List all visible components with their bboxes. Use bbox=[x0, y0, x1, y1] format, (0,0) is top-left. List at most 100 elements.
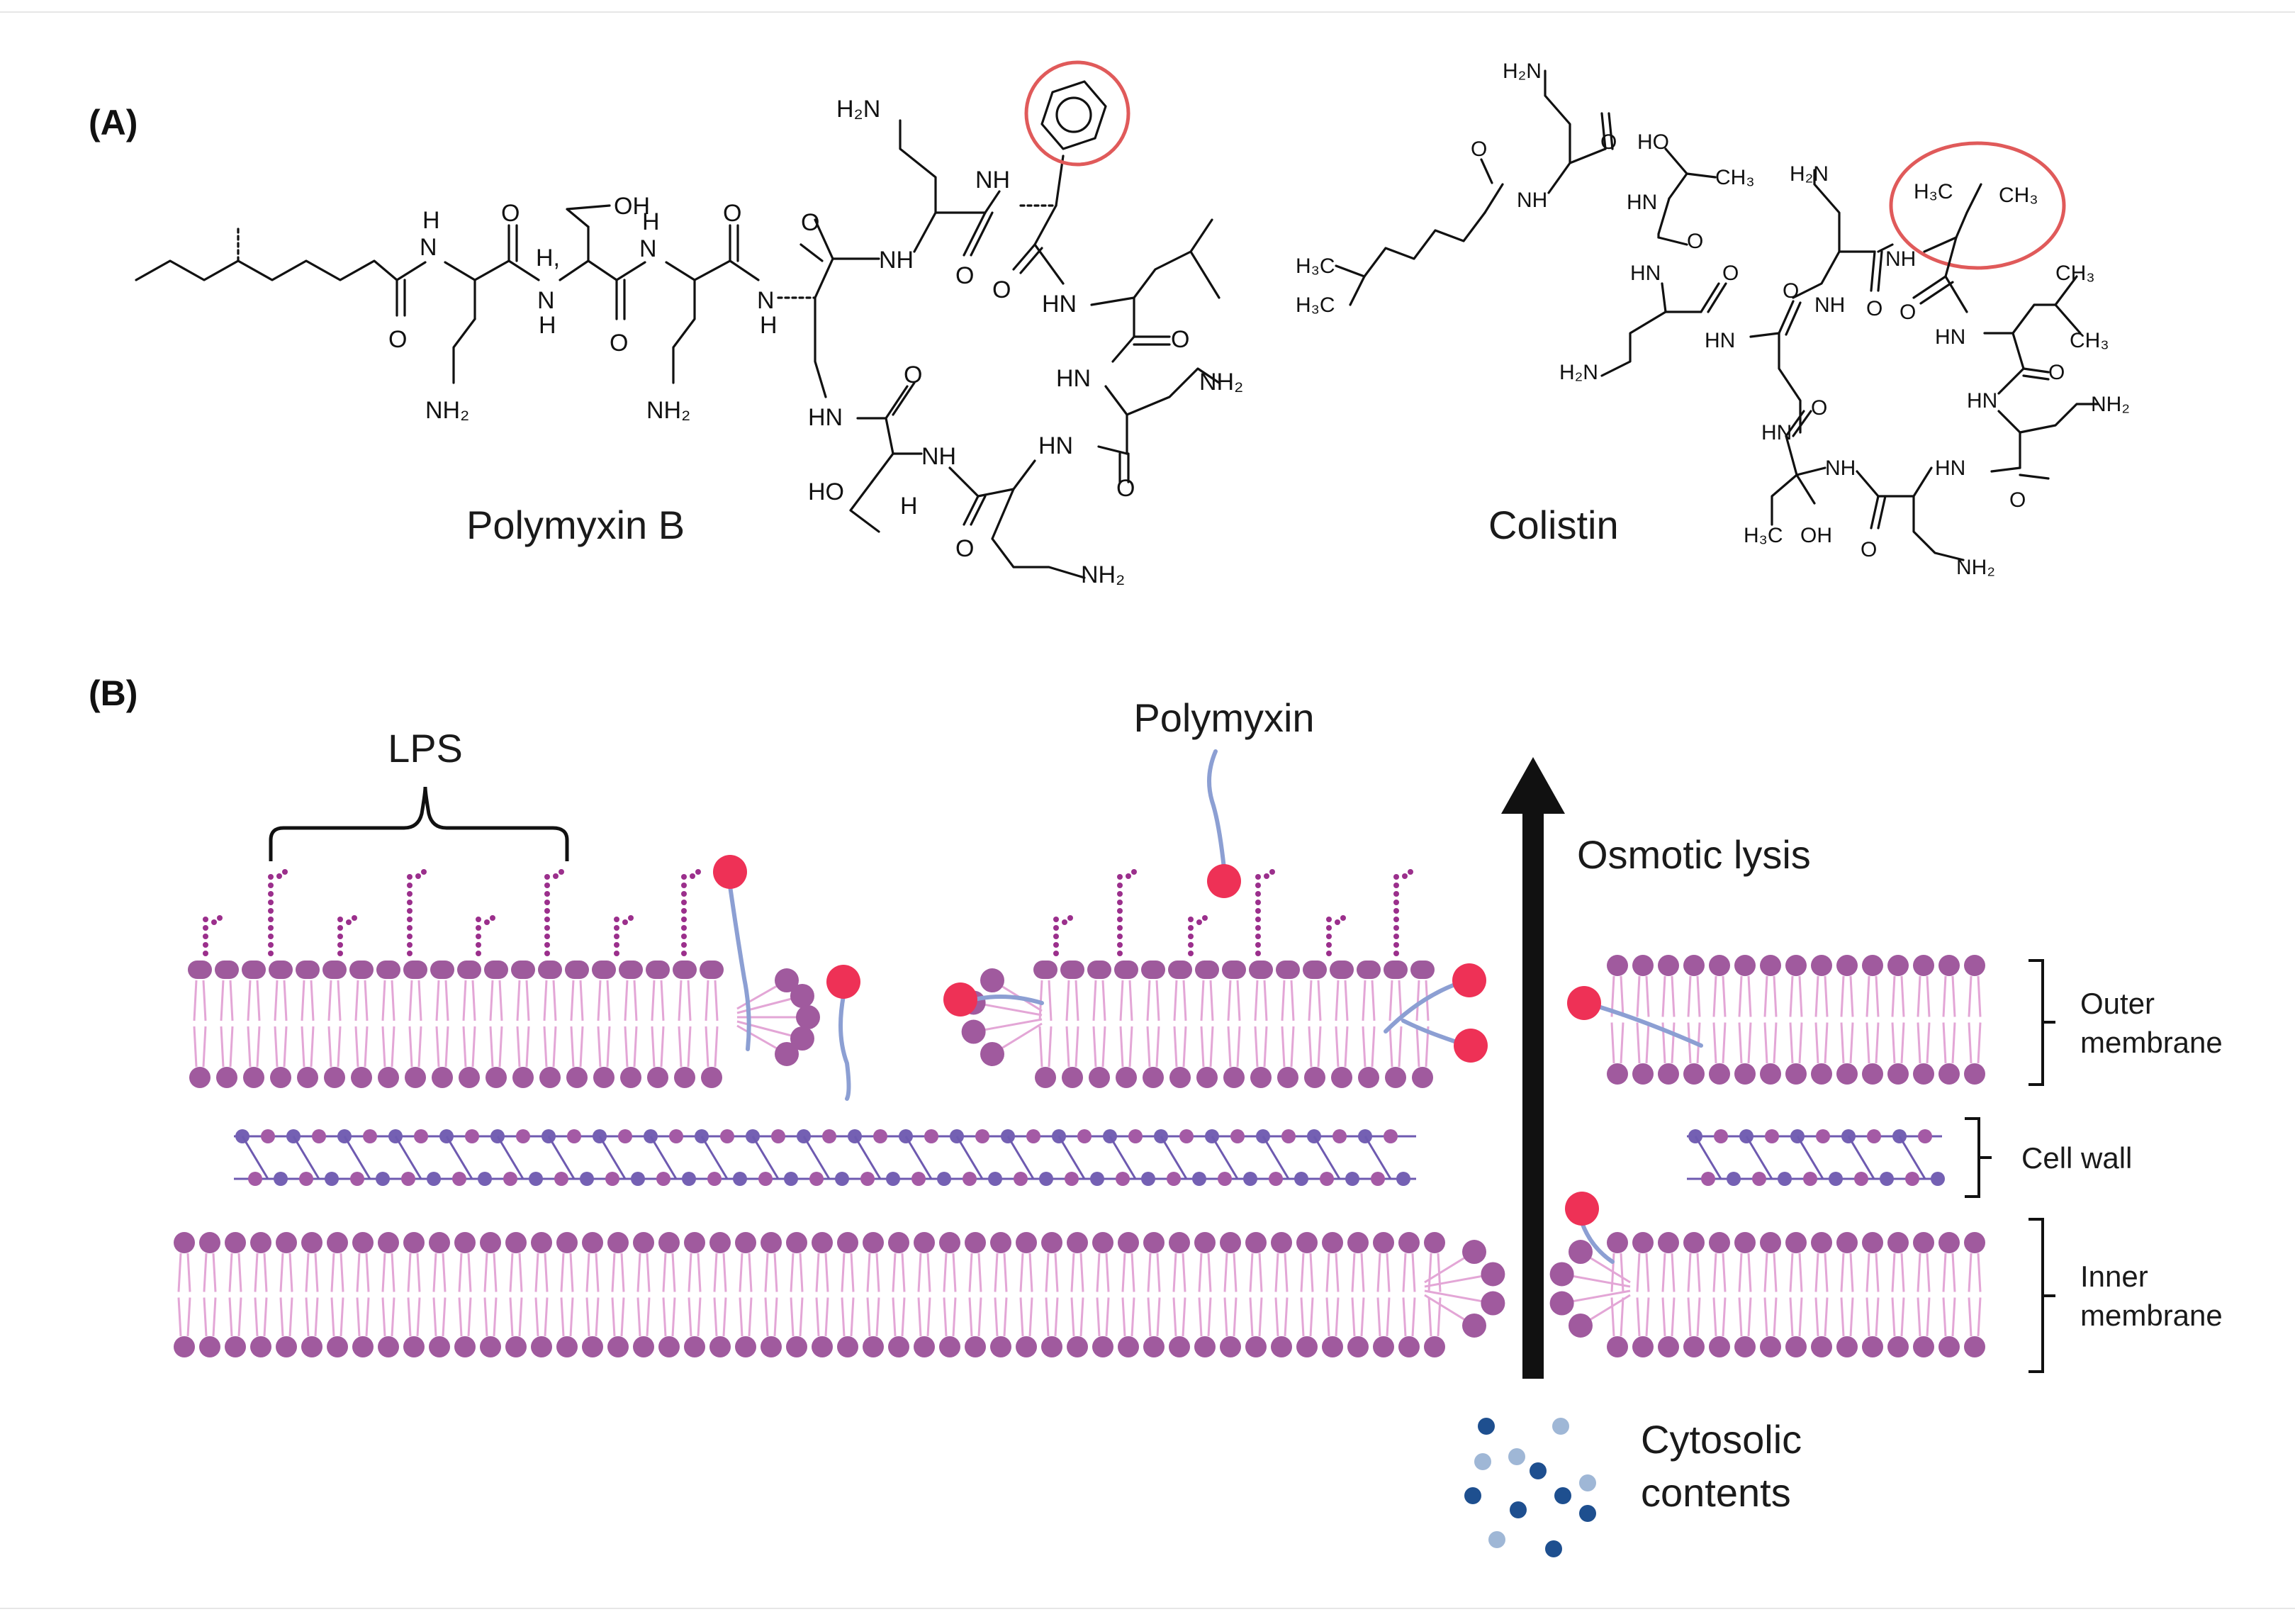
lipid-tail bbox=[1865, 1022, 1880, 1064]
lps-sugar bbox=[1188, 934, 1194, 939]
inner-membrane-left bbox=[174, 1232, 1505, 1357]
lipid-tail bbox=[560, 1253, 574, 1292]
peptide-crosslink bbox=[904, 1136, 933, 1180]
lipid-head bbox=[199, 1232, 220, 1253]
lps-core-head bbox=[215, 961, 239, 979]
peptidoglycan-node bbox=[1752, 1172, 1766, 1186]
peptide-crosslink bbox=[751, 1136, 780, 1180]
lipid-head bbox=[1836, 1336, 1858, 1357]
lipid-head bbox=[270, 1067, 291, 1088]
lps-sugar bbox=[407, 951, 413, 956]
bottom-divider bbox=[0, 1608, 2295, 1609]
lipid-tail bbox=[356, 1297, 370, 1337]
lipid-head bbox=[531, 1336, 552, 1357]
lps-sugar bbox=[276, 873, 282, 879]
lipid-head bbox=[1632, 955, 1654, 976]
lps-sugar bbox=[1053, 934, 1059, 939]
atom-nh2: NH₂ bbox=[646, 397, 690, 424]
lps-core-head bbox=[673, 961, 697, 979]
outer-membrane-bracket bbox=[2029, 959, 2055, 1086]
lipid-head bbox=[352, 1336, 374, 1357]
lipid-tail bbox=[458, 1297, 472, 1337]
lipid-tail bbox=[994, 1297, 1008, 1337]
lipid-head bbox=[405, 1067, 426, 1088]
lipid-head bbox=[735, 1232, 756, 1253]
peptidoglycan-node bbox=[1192, 1172, 1206, 1186]
lps-sugar bbox=[268, 934, 274, 939]
polymyxin-tail bbox=[1207, 749, 1226, 870]
lipid-tail bbox=[1789, 975, 1803, 1017]
lps-sugar bbox=[1053, 951, 1059, 956]
lipid-head bbox=[556, 1232, 578, 1253]
lps-sugar bbox=[407, 925, 413, 931]
lps-sugar bbox=[1117, 951, 1123, 956]
lps-sugar bbox=[1326, 925, 1332, 931]
peptidoglycan-node bbox=[1243, 1172, 1257, 1186]
lipid-tail bbox=[1300, 1253, 1314, 1292]
lps-sugar bbox=[476, 934, 481, 939]
lipid-head bbox=[403, 1336, 425, 1357]
atom-nh: NH bbox=[921, 443, 956, 470]
atom-o: O bbox=[1687, 230, 1703, 253]
peptidoglycan-node bbox=[1128, 1129, 1143, 1143]
lipid-tail bbox=[1763, 1297, 1778, 1337]
lps-sugar bbox=[1067, 915, 1073, 921]
peptidoglycan-node bbox=[1816, 1129, 1830, 1143]
lipid-head bbox=[1067, 1232, 1088, 1253]
lipid-head bbox=[556, 1336, 578, 1357]
lipid-tail bbox=[968, 1253, 982, 1292]
lps-sugar bbox=[1393, 891, 1399, 897]
peptidoglycan-node bbox=[963, 1172, 977, 1186]
polymyxin-tail bbox=[1596, 1004, 1703, 1048]
lipid-tail bbox=[1840, 1253, 1854, 1292]
peptide-crosslink bbox=[1745, 1136, 1773, 1180]
lps-sugar bbox=[544, 883, 550, 888]
lipid-head bbox=[327, 1336, 348, 1357]
lps-sugar bbox=[1326, 942, 1332, 948]
lps-core-head bbox=[269, 961, 293, 979]
lipid-head bbox=[684, 1232, 705, 1253]
atom-oh: OH bbox=[614, 193, 650, 220]
lipid-tail bbox=[764, 1253, 778, 1292]
lps-core-head bbox=[1276, 961, 1300, 979]
lipid-tail bbox=[432, 1297, 447, 1337]
lps-core-head bbox=[1033, 961, 1057, 979]
atom-h2n: H₂N bbox=[836, 96, 880, 123]
atom-nh: NH bbox=[1517, 189, 1547, 212]
lipid-head bbox=[1913, 955, 1934, 976]
lipid-head bbox=[796, 1005, 820, 1029]
lps-sugar bbox=[282, 869, 288, 875]
lipid-head bbox=[1760, 955, 1781, 976]
peptidoglycan-node bbox=[1701, 1172, 1715, 1186]
lipid-tail bbox=[841, 1253, 855, 1292]
lipid-tail bbox=[1223, 1253, 1238, 1292]
lipid-tail bbox=[228, 1297, 242, 1337]
lipid-tail bbox=[790, 1253, 804, 1292]
peptidoglycan-node bbox=[924, 1129, 938, 1143]
lipid-head bbox=[709, 1336, 731, 1357]
atom-o: O bbox=[1171, 326, 1189, 353]
lipid-tail bbox=[1019, 1253, 1033, 1292]
lipid-head bbox=[990, 1232, 1011, 1253]
lps-core-head bbox=[1384, 961, 1408, 979]
lipid-tail bbox=[193, 1026, 207, 1068]
peptidoglycan-node bbox=[363, 1129, 377, 1143]
lipid-head bbox=[505, 1336, 527, 1357]
lipid-tail bbox=[327, 980, 342, 1021]
lps-sugar bbox=[407, 874, 413, 880]
lipid-tail bbox=[203, 1253, 217, 1292]
lipid-head bbox=[1194, 1336, 1216, 1357]
lps-sugar bbox=[337, 934, 343, 939]
lipid-tail bbox=[435, 980, 449, 1021]
lipid-tail bbox=[534, 1253, 549, 1292]
atom-o: O bbox=[955, 535, 974, 562]
outer-membrane-label-1: Outer bbox=[2080, 987, 2155, 1020]
lps-core-head bbox=[484, 961, 508, 979]
lipid-head bbox=[812, 1336, 833, 1357]
lps-label: LPS bbox=[388, 726, 463, 771]
lipid-tail bbox=[177, 1253, 191, 1292]
peptidoglycan-node bbox=[1905, 1172, 1919, 1186]
lipid-head bbox=[790, 984, 814, 1008]
atom-hn: HN bbox=[1935, 457, 1965, 480]
lps-sugar bbox=[1255, 900, 1261, 905]
